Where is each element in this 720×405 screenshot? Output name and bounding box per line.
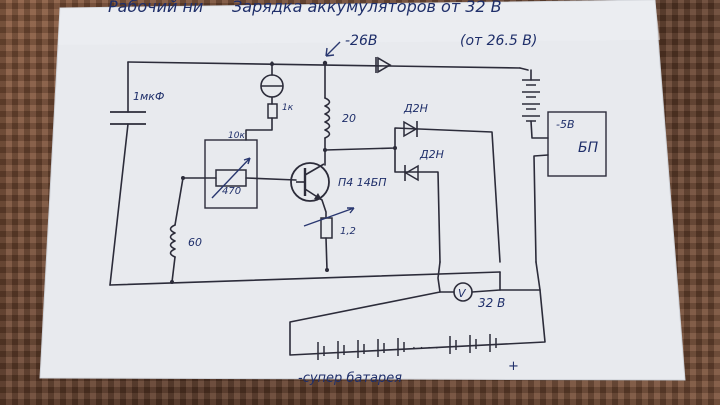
pot-frame [204,139,258,209]
coil-left [169,224,176,258]
super-battery [317,334,497,360]
range-note: (от 26.5 В) [460,33,537,49]
pot-top-label: 10к [228,131,245,141]
title-main: Зарядка аккумуляторов от 32 В [232,0,502,16]
junction-dots [170,60,397,284]
top-diode [375,56,392,74]
capacitor-label: 1мкФ [133,90,164,103]
voltmeter-label: V [458,287,467,300]
coil-left-label: 60 [188,236,202,249]
resistor-top-label: 1к [282,103,294,113]
coil-top-label: 20 [342,112,356,125]
psu-label: БП [578,140,599,156]
diode1-label: Д2Н [403,102,428,115]
emitter-res-label: 1,2 [340,226,356,237]
title-left: Рабочий ни [108,0,203,16]
bottom-rail [109,271,501,286]
pot-label: 470 [222,186,241,197]
psu-voltage: -5В [556,118,575,131]
battery-stack [522,79,540,122]
voltage-top-label: -26В [345,33,377,49]
svg-text:· · · ·: · · · · [412,341,439,355]
left-rail [109,61,129,286]
transistor [290,162,330,202]
paper-sheet [39,0,686,381]
power-supply-box [547,111,607,177]
diode2-label: Д2Н [419,148,444,161]
battery-label: -супер батарея [298,371,402,386]
diode-2 [404,164,419,182]
voltage-32-label: 32 В [478,296,505,310]
voltage-arrow [325,41,341,57]
transistor-label: П4 14БП [338,176,387,189]
plus-sign: + [508,359,519,374]
top-rail [127,61,521,69]
coil-collector [324,97,331,139]
diode-1 [403,120,418,138]
